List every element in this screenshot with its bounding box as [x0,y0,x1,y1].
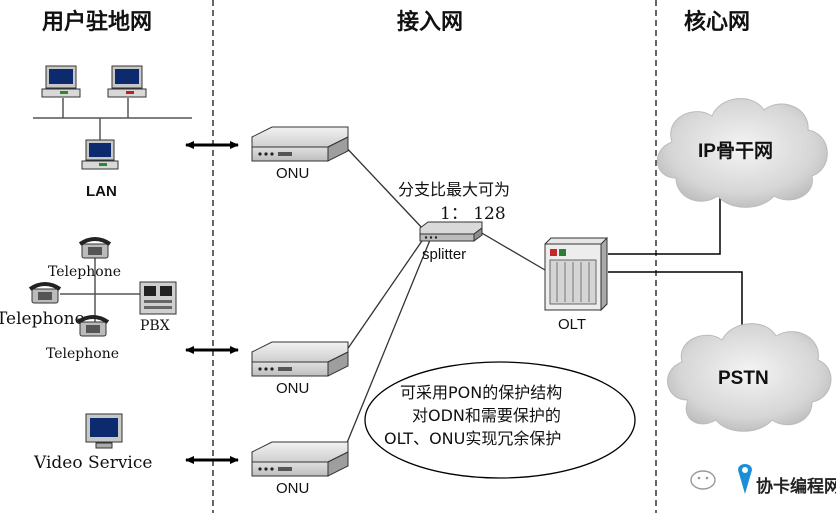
ip-backbone-label: IP骨干网 [698,140,773,162]
telephone-icon [78,237,112,259]
pc-icon [41,65,81,98]
olt-label: OLT [558,316,586,333]
lan-group: LAN [33,65,192,200]
telephone-icon [28,282,62,304]
pc-icon [107,65,147,98]
lan-label: LAN [86,183,117,200]
fiber-onu3-splitter [341,239,431,456]
watermark-text: 协卡编程网 [756,476,836,497]
onu-1-label: ONU [276,165,309,182]
header-access-network: 接入网 [397,10,463,35]
protection-note-line2: 对ODN和需要保护的 [412,406,561,425]
fiber-splitter-olt [479,231,546,271]
header-core-network: 核心网 [684,9,750,35]
onu-2-label: ONU [276,380,309,397]
pbx-label: PBX [140,318,170,334]
split-ratio-line2: 1： 128 [440,204,506,224]
protection-note-line3: OLT、ONU实现冗余保护 [384,429,561,448]
pbx-icon [139,281,177,315]
splitter-label: splitter [422,246,466,263]
monitor-icon [85,413,123,449]
pstn-cloud [667,323,832,432]
video-service-group: Video Service [33,413,152,473]
fiber-onu1-splitter [341,142,425,231]
telephone-icon [76,315,110,337]
watermark-logo-icon [690,464,752,494]
onu-device-2 [251,341,349,377]
uplink-olt-pstn [608,271,743,338]
telephone-1-label: Telephone [48,264,121,280]
header-user-network: 用户驻地网 [42,9,152,35]
onu-device-3 [251,441,349,477]
split-ratio-line1: 分支比最大可为 [398,180,510,199]
telephone-group: Telephone Telephone Telephone PBX [0,237,177,362]
splitter-device [419,221,483,242]
onu-device-1 [251,126,349,162]
ip-backbone-cloud [656,98,828,208]
pstn-label: PSTN [718,368,769,389]
protection-note-line1: 可采用PON的保护结构 [400,383,562,402]
pc-icon [81,139,119,170]
onu-3-label: ONU [276,480,309,497]
telephone-3-label: Telephone [46,346,119,362]
telephone-2-label: Telephone [0,309,85,329]
uplink-olt-ip [608,198,721,255]
protection-note-ellipse [364,361,636,479]
video-service-label: Video Service [33,453,152,473]
olt-device [544,236,608,312]
fiber-onu2-splitter [341,237,425,358]
